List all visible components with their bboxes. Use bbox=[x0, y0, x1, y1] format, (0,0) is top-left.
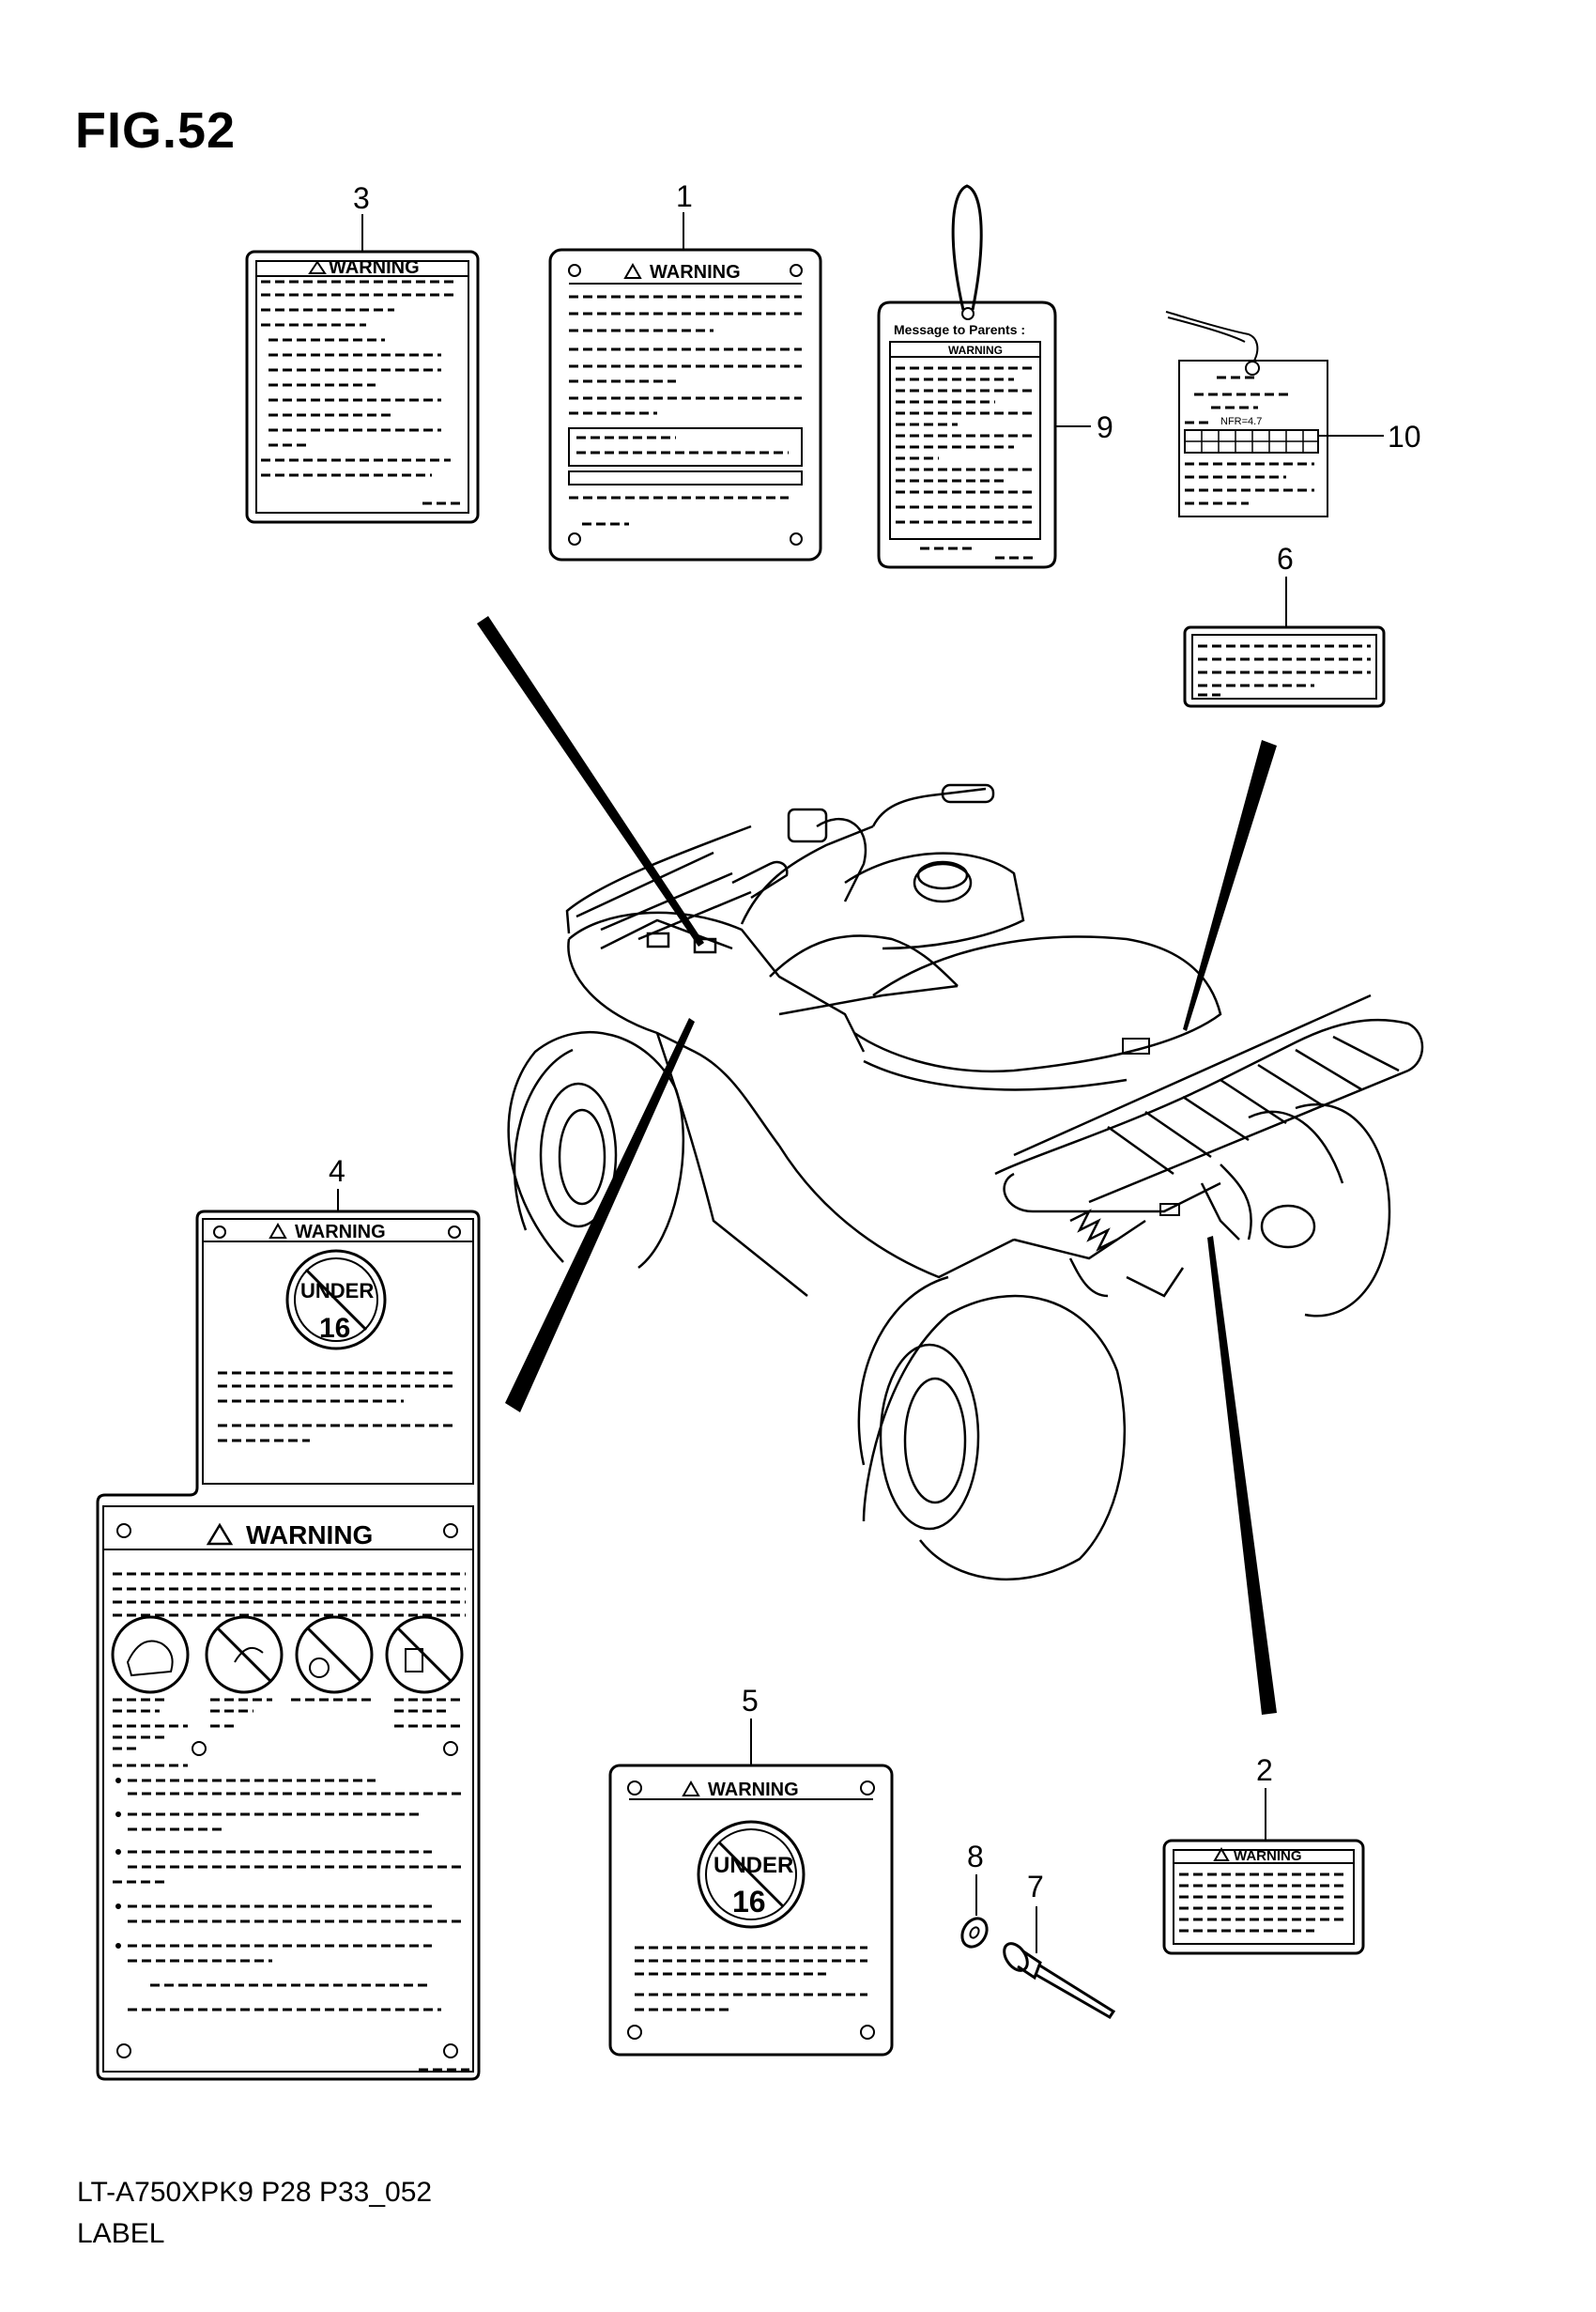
label-6[interactable]: 6 bbox=[1183, 542, 1386, 708]
drawing-code: LT-A750XPK9 P28 P33_052 bbox=[77, 2177, 433, 2208]
callout-1: 1 bbox=[676, 179, 693, 213]
callout-8: 8 bbox=[967, 1840, 984, 1873]
label-9-warning: WARNING bbox=[948, 344, 1003, 357]
label-3-warning: WARNING bbox=[329, 257, 420, 278]
label-4-under: UNDER bbox=[300, 1279, 374, 1302]
label-4-warning-bottom: WARNING bbox=[246, 1520, 373, 1549]
atv-label-marker-rear bbox=[1159, 1203, 1180, 1216]
callout-7: 7 bbox=[1027, 1870, 1044, 1904]
label-1-warning: WARNING bbox=[650, 262, 741, 283]
part-8-washer[interactable]: 8 bbox=[958, 1840, 992, 1951]
label-2[interactable]: 2 WARNING bbox=[1162, 1753, 1365, 1955]
callout-9: 9 bbox=[1097, 410, 1113, 444]
label-5-age: 16 bbox=[732, 1885, 766, 1919]
nfr-text: NFR=4.7 bbox=[1220, 416, 1262, 427]
label-5[interactable]: 5 WARNING UNDER 16 bbox=[608, 1684, 894, 2057]
atv-label-marker bbox=[1122, 1038, 1150, 1055]
callout-6: 6 bbox=[1277, 542, 1294, 576]
label-1[interactable]: 1 WARNING bbox=[548, 179, 822, 562]
section-label: LABEL bbox=[77, 2218, 165, 2249]
label-4-warning-top: WARNING bbox=[295, 1222, 386, 1242]
figure-title: FIG.52 bbox=[75, 102, 237, 159]
label-3[interactable]: 3 WARNING bbox=[245, 181, 480, 524]
callout-3: 3 bbox=[353, 181, 370, 215]
label-4-age: 16 bbox=[319, 1313, 350, 1344]
parents-title: Message to Parents : bbox=[894, 322, 1025, 337]
label-4[interactable]: 4 WARNING UNDER 16 WARNING bbox=[96, 1154, 481, 2081]
label-2-warning: WARNING bbox=[1234, 1848, 1302, 1864]
callout-10: 10 bbox=[1388, 420, 1421, 454]
atv-vehicle-drawing bbox=[507, 783, 1424, 1581]
callout-5: 5 bbox=[742, 1684, 759, 1718]
label-5-warning: WARNING bbox=[708, 1780, 799, 1800]
label-5-under: UNDER bbox=[714, 1853, 793, 1878]
part-7-rivet[interactable]: 7 bbox=[1000, 1870, 1116, 2020]
leader-lines bbox=[477, 616, 1277, 1715]
label-10-tag[interactable]: NFR=4.7 10 bbox=[1165, 311, 1421, 517]
label-9-tag[interactable]: Message to Parents : WARNING 9 bbox=[877, 184, 1113, 569]
callout-4: 4 bbox=[329, 1154, 345, 1188]
callout-2: 2 bbox=[1256, 1753, 1273, 1787]
